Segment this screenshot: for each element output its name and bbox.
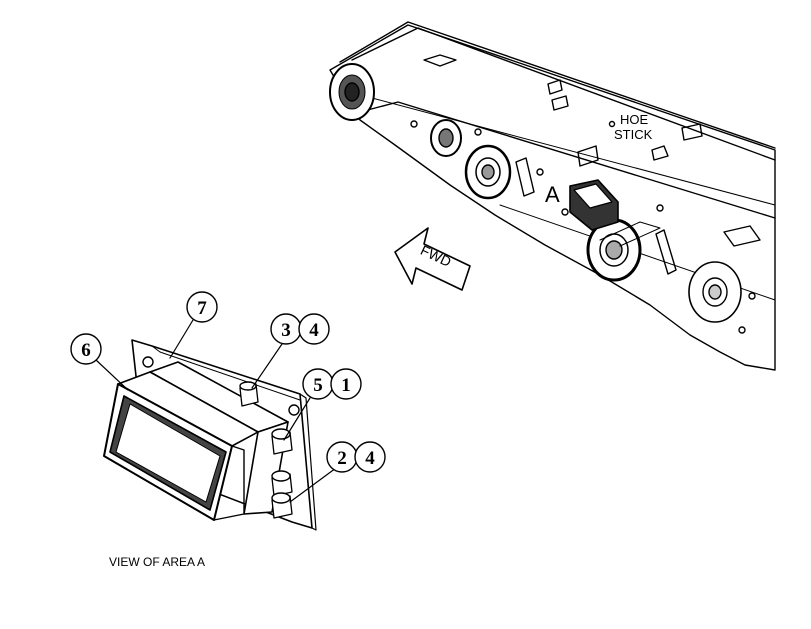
hoe-stick-illustration <box>329 21 776 371</box>
callout-6: 6 <box>70 333 102 365</box>
callout-4-lower-number: 4 <box>365 448 375 469</box>
callout-3-number: 3 <box>281 320 291 341</box>
area-a-label: A <box>545 182 560 207</box>
callout-3: 3 <box>270 313 302 345</box>
callout-2: 2 <box>326 441 358 473</box>
callout-4-upper: 4 <box>298 313 330 345</box>
callout-2-number: 2 <box>337 448 347 469</box>
callout-4-upper-number: 4 <box>309 320 319 341</box>
detail-view-illustration <box>103 339 317 531</box>
callout-6-number: 6 <box>81 340 91 361</box>
callout-7: 7 <box>186 291 218 323</box>
fwd-arrow <box>394 227 471 291</box>
callout-5-number: 5 <box>313 375 323 396</box>
callout-4-lower: 4 <box>354 441 386 473</box>
callout-leader-lines <box>95 319 337 503</box>
callout-1: 1 <box>330 368 362 400</box>
callout-7-number: 7 <box>197 298 207 319</box>
callout-1-number: 1 <box>341 375 351 396</box>
callout-5: 5 <box>302 368 334 400</box>
hoe-stick-label-line1: HOE <box>620 112 649 127</box>
hoe-stick-label-line2: STICK <box>614 127 653 142</box>
view-caption: VIEW OF AREA A <box>109 555 205 569</box>
